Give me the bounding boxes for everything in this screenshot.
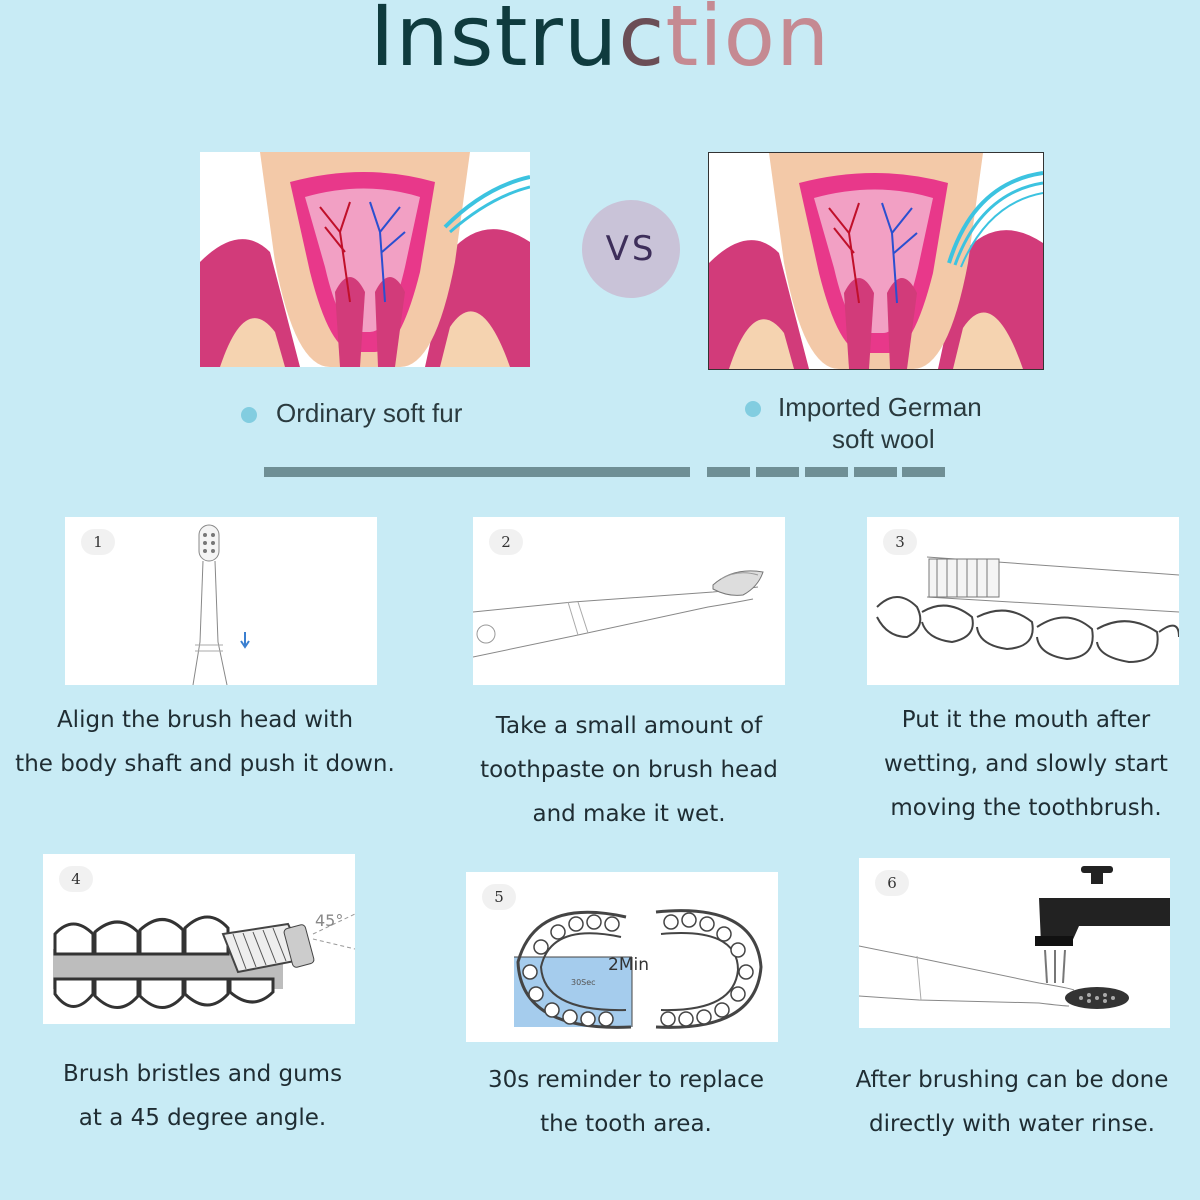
label-german-line2: soft wool [832, 424, 935, 454]
timer-label: 2Min [608, 955, 649, 975]
toothbrush-head-icon [192, 524, 250, 685]
bullet-dot-icon [241, 407, 257, 423]
step-5-image: 5 2Min 30Sec [466, 872, 778, 1042]
divider-bar-segment [805, 467, 848, 477]
tooth-diagram-german [708, 152, 1044, 370]
step-4-image: 4 45° [43, 854, 355, 1024]
divider-bar-segment [902, 467, 945, 477]
dental-arch-timer-icon: 2Min 30Sec [514, 909, 763, 1029]
bullet-dot-icon [745, 401, 761, 417]
step-6-image: 6 [859, 858, 1170, 1028]
step-number: 1 [81, 529, 115, 555]
divider-bar-segment [707, 467, 750, 477]
step-2-image: 2 [473, 517, 785, 685]
vs-badge: VS [582, 200, 680, 298]
label-german-line1: Imported German [778, 392, 982, 422]
faucet-rinse-icon [859, 866, 1170, 1009]
step-4-caption: Brush bristles and gums at a 45 degree a… [62, 1061, 343, 1131]
toothbrush-paste-icon [473, 570, 764, 658]
divider-bar-solid [264, 467, 690, 477]
step-5-caption: 30s reminder to replace the tooth area. [488, 1067, 764, 1137]
timer-small-label: 30Sec [571, 978, 596, 987]
step-number: 4 [59, 866, 93, 892]
step-number: 6 [875, 870, 909, 896]
step-3-image: 3 [867, 517, 1179, 685]
teeth-brushing-icon [876, 556, 1179, 664]
label-ordinary: Ordinary soft fur [276, 398, 463, 428]
step-number: 3 [883, 529, 917, 555]
step-3-caption: Put it the mouth after wetting, and slow… [884, 707, 1168, 821]
angle-brushing-icon: 45° [53, 911, 355, 1009]
step-number: 5 [482, 884, 516, 910]
divider-bar-segment [756, 467, 799, 477]
step-number: 2 [489, 529, 523, 555]
step-2-caption: Take a small amount of toothpaste on bru… [480, 713, 778, 827]
step-1-caption: Align the brush head with the body shaft… [15, 707, 395, 777]
divider-bar-segment [854, 467, 897, 477]
step-1-image: 1 [65, 517, 377, 685]
tooth-diagram-ordinary [200, 152, 530, 367]
angle-label: 45° [315, 911, 343, 930]
step-6-caption: After brushing can be done directly with… [855, 1067, 1169, 1137]
page-title: Instruction [369, 0, 831, 85]
